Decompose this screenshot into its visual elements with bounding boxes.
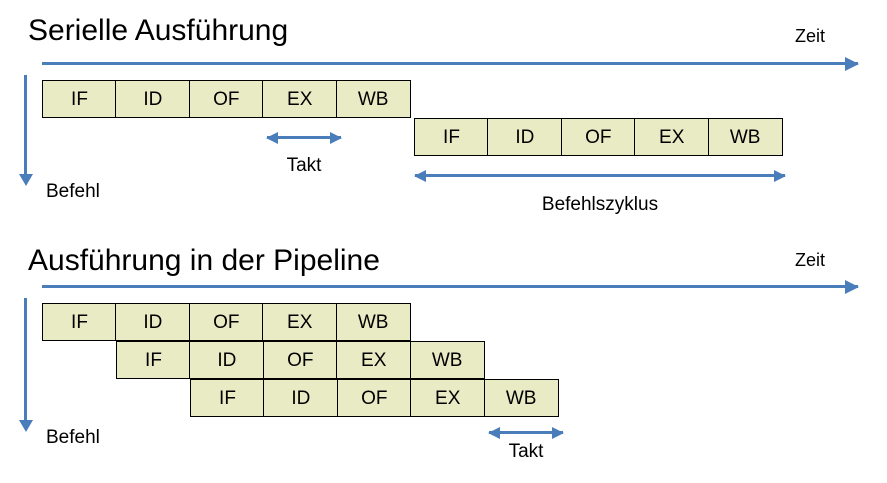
pipeline-befehl-axis-arrow xyxy=(18,298,33,432)
serial-instruction-row-1: IF ID OF EX WB xyxy=(42,80,411,118)
serial-time-axis-label: Zeit xyxy=(795,26,826,46)
serial-time-axis-arrow xyxy=(42,56,859,71)
pipeline-time-axis-label: Zeit xyxy=(795,250,826,270)
stage-box: OF xyxy=(336,379,412,417)
stage-box: IF xyxy=(42,80,117,118)
serial-takt-measure-label: Takt xyxy=(286,155,322,176)
serial-takt-measure-arrow xyxy=(266,131,342,144)
stage-box: IF xyxy=(42,303,117,341)
stage-box: ID xyxy=(115,303,191,341)
stage-box: WB xyxy=(335,303,411,341)
stage-box: EX xyxy=(634,118,710,156)
stage-box: OF xyxy=(188,303,264,341)
serial-befehl-axis-label: Befehl xyxy=(46,181,100,202)
pipeline-section-title: Ausführung in der Pipeline xyxy=(28,244,380,277)
pipeline-befehl-axis-label: Befehl xyxy=(46,427,100,448)
stage-box: WB xyxy=(409,341,485,379)
stage-box: OF xyxy=(560,118,636,156)
pipeline-time-axis-arrow xyxy=(42,279,859,294)
serial-befehlszyklus-measure-arrow xyxy=(414,169,786,182)
stage-box: WB xyxy=(335,80,411,118)
serial-befehlszyklus-measure-label: Befehlszyklus xyxy=(541,194,659,215)
pipeline-takt-measure-label: Takt xyxy=(508,441,544,462)
pipeline-instruction-row-3: IF ID OF EX WB xyxy=(190,379,559,417)
stage-box: ID xyxy=(487,118,563,156)
stage-box: OF xyxy=(262,341,338,379)
stage-box: IF xyxy=(190,379,265,417)
stage-box: EX xyxy=(410,379,486,417)
stage-box: OF xyxy=(188,80,264,118)
serial-instruction-row-2: IF ID OF EX WB xyxy=(414,118,783,156)
stage-box: EX xyxy=(336,341,412,379)
stage-box: IF xyxy=(116,341,191,379)
stage-box: EX xyxy=(262,303,338,341)
pipeline-instruction-row-1: IF ID OF EX WB xyxy=(42,303,411,341)
serial-section-title: Serielle Ausführung xyxy=(28,14,289,47)
stage-box: IF xyxy=(414,118,489,156)
stage-box: ID xyxy=(189,341,265,379)
stage-box: ID xyxy=(115,80,191,118)
serial-befehl-axis-arrow xyxy=(18,75,33,186)
pipeline-instruction-row-2: IF ID OF EX WB xyxy=(116,341,485,379)
stage-box: ID xyxy=(263,379,339,417)
stage-box: WB xyxy=(707,118,783,156)
stage-box: WB xyxy=(483,379,559,417)
pipeline-takt-measure-arrow xyxy=(488,426,564,439)
stage-box: EX xyxy=(262,80,338,118)
